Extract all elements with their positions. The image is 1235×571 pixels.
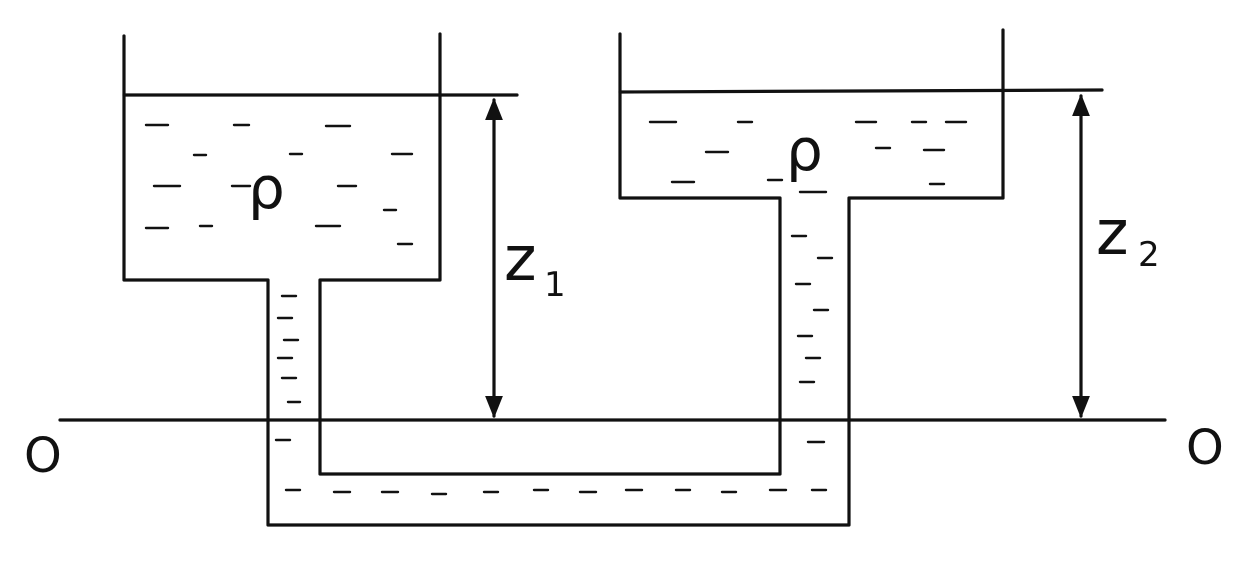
height-label-left: z xyxy=(504,222,537,295)
height-label-right-subscript: 2 xyxy=(1138,235,1160,275)
left-vessel-right-wall xyxy=(318,32,782,476)
right-free-surface xyxy=(618,88,1104,94)
datum-label-left: O xyxy=(24,428,62,484)
datum-label-right: O xyxy=(1186,420,1224,476)
liquid-hatching xyxy=(144,120,968,496)
density-label-left: ρ xyxy=(248,154,285,222)
height-label-left-subscript: 1 xyxy=(544,265,566,305)
left-vessel-outline xyxy=(122,28,1005,527)
density-label-right: ρ xyxy=(786,116,823,184)
height-label-right: z xyxy=(1096,196,1129,269)
